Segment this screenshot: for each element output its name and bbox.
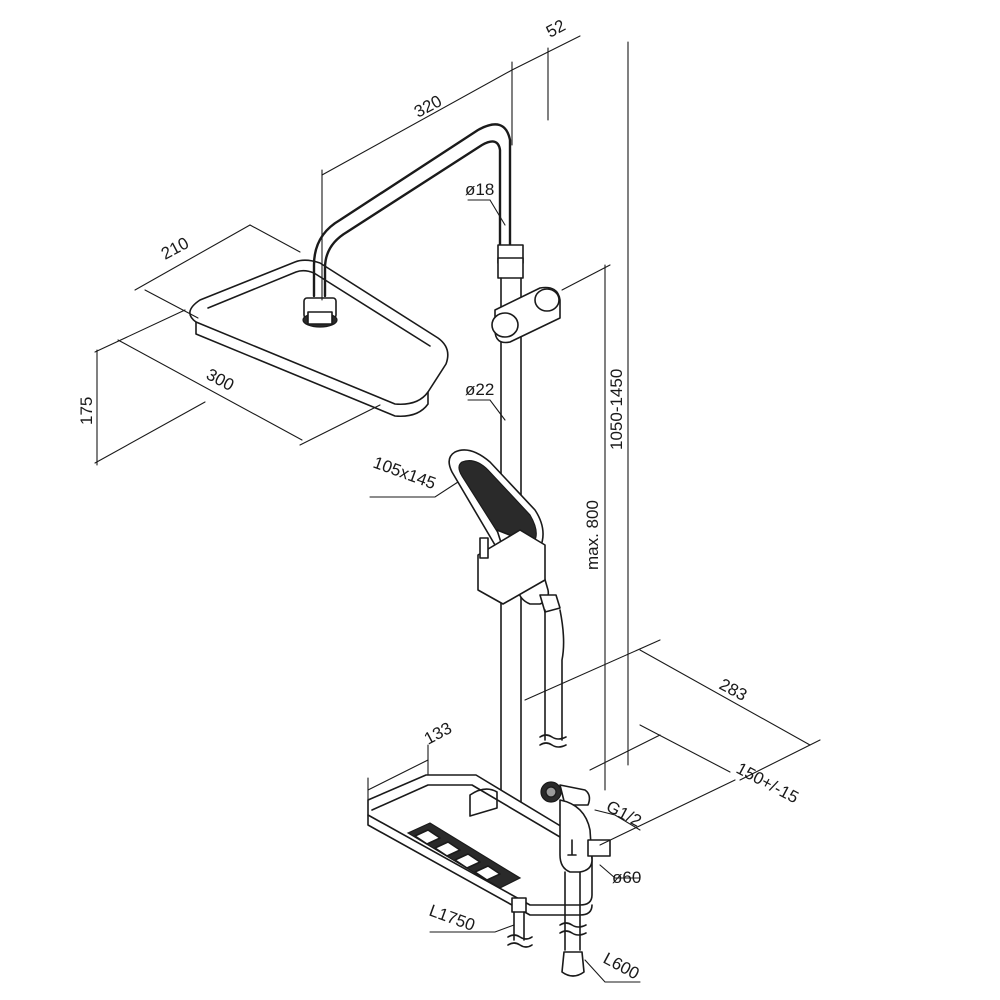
label-210: 210 (158, 233, 192, 263)
top-holder (491, 286, 561, 344)
thermostat-shelf (367, 774, 593, 916)
label-300: 300 (203, 365, 237, 395)
bidet-shower (540, 781, 611, 977)
label-283: 283 (716, 675, 750, 705)
label-max800: max. 800 (583, 500, 602, 570)
label-l600: L600 (600, 949, 642, 984)
label-l1750: L1750 (427, 901, 478, 935)
label-d18: ø18 (465, 180, 494, 199)
label-133: 133 (421, 718, 455, 748)
label-320: 320 (411, 91, 445, 121)
label-52: 52 (543, 16, 569, 42)
main-hose-end (507, 911, 533, 948)
dimension-lines (94, 35, 821, 983)
label-175: 175 (77, 397, 96, 425)
hand-shower (448, 449, 561, 613)
label-g12: G1/2 (603, 797, 644, 831)
label-1050-1450: 1050-1450 (607, 369, 626, 450)
label-d60: ø60 (612, 868, 641, 887)
hand-shower-hose (539, 609, 567, 748)
shower-arm (302, 123, 512, 328)
label-d22: ø22 (465, 380, 494, 399)
label-105x145: 105x145 (371, 453, 439, 493)
